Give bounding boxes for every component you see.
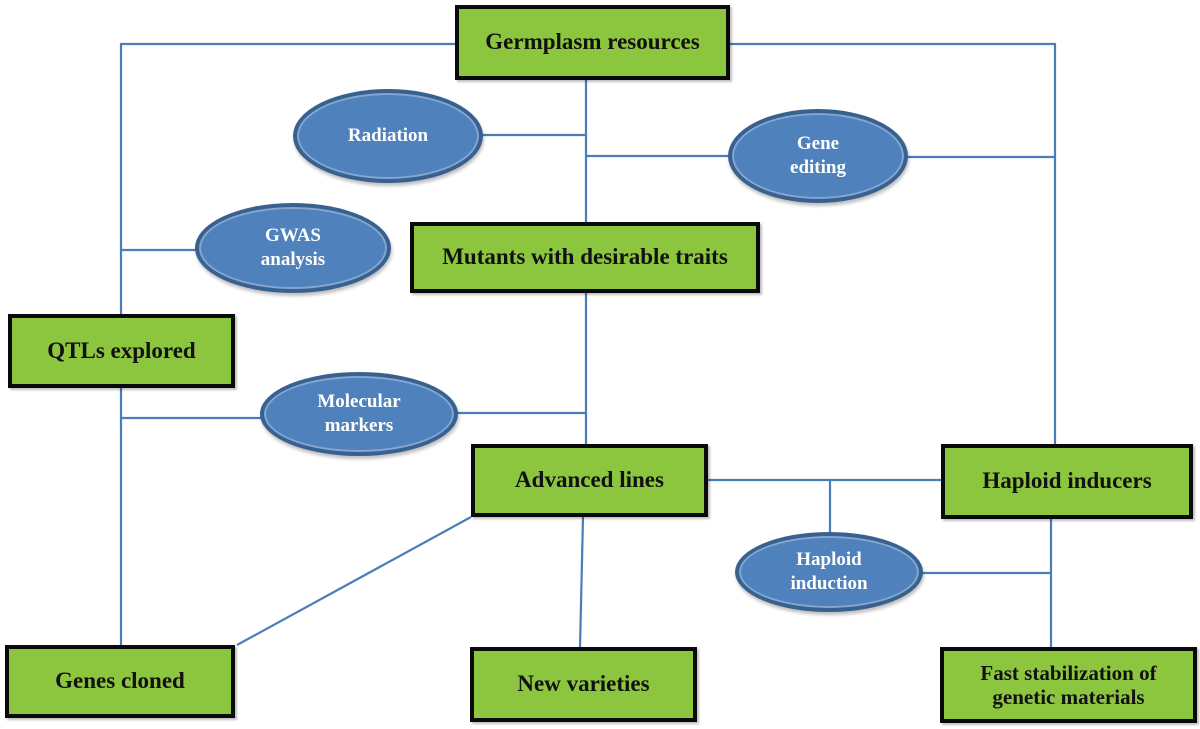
node-label: Genes cloned: [55, 668, 185, 694]
method-label: GWAS analysis: [260, 225, 326, 270]
node-germplasm-resources: Germplasm resources: [455, 5, 730, 80]
method-label: Haploid induction: [790, 549, 868, 594]
node-mutants-desirable-traits: Mutants with desirable traits: [410, 222, 760, 293]
method-molecular-markers: Molecular markers: [260, 372, 458, 456]
method-gene-editing: Gene editing: [728, 109, 908, 203]
node-label: Haploid inducers: [982, 468, 1152, 494]
method-label: Molecular markers: [317, 391, 401, 436]
method-radiation: Radiation: [293, 89, 483, 183]
node-label: Fast stabilization of genetic materials: [980, 660, 1157, 709]
node-new-varieties: New varieties: [470, 647, 697, 722]
method-gwas-analysis: GWAS analysis: [195, 203, 391, 293]
method-label: Radiation: [347, 125, 429, 147]
node-fast-stabilization: Fast stabilization of genetic materials: [940, 647, 1197, 723]
node-genes-cloned: Genes cloned: [5, 645, 235, 718]
node-haploid-inducers: Haploid inducers: [941, 444, 1193, 519]
node-label: Germplasm resources: [485, 29, 700, 55]
method-haploid-induction: Haploid induction: [735, 532, 923, 612]
node-label: Advanced lines: [515, 467, 664, 493]
node-label: Mutants with desirable traits: [442, 244, 728, 270]
node-advanced-lines: Advanced lines: [471, 444, 708, 517]
method-label: Gene editing: [790, 133, 846, 178]
node-qtls-explored: QTLs explored: [8, 314, 235, 388]
node-label: QTLs explored: [47, 337, 196, 363]
node-label: New varieties: [517, 671, 650, 697]
